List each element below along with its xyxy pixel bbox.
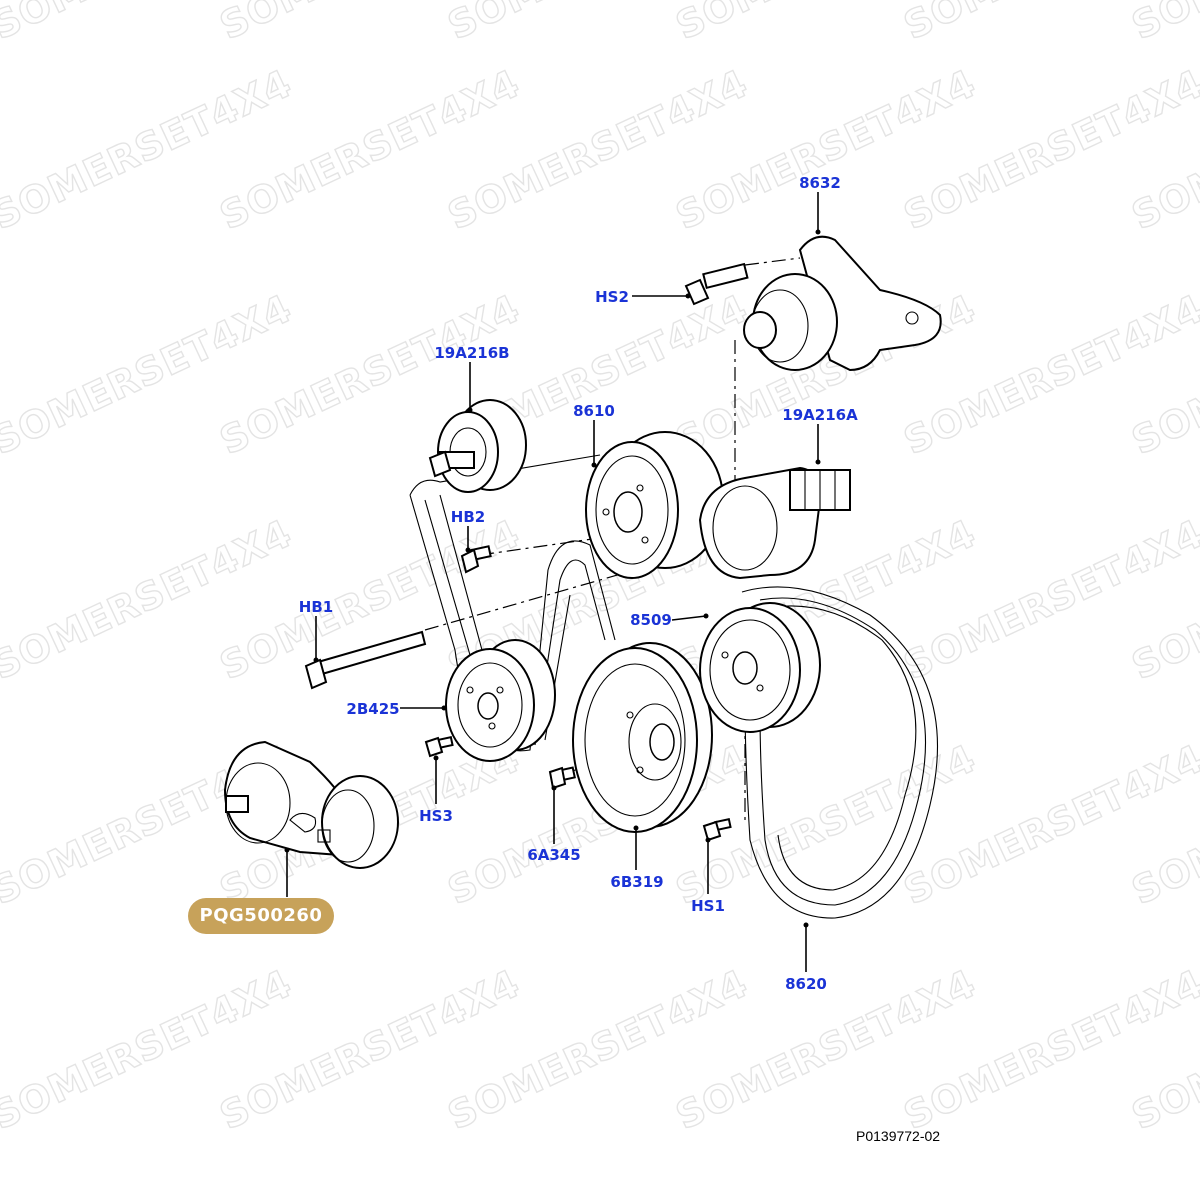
part-labels: 8632 HS2 19A216B 8610 19A216A HB2 HB1 85… — [299, 174, 858, 993]
watermark-layer: SOMERSET4X4SOMERSET4X4SOMERSET4X4SOMERSE… — [0, 0, 1200, 1139]
idler-pulley-19a216b — [428, 399, 527, 493]
pulley-8509 — [699, 602, 821, 733]
label-hs2[interactable]: HS2 — [595, 288, 629, 306]
label-6b319[interactable]: 6B319 — [610, 873, 663, 891]
label-8620[interactable]: 8620 — [785, 975, 827, 993]
bolt-hs2 — [684, 262, 749, 306]
label-19a216b[interactable]: 19A216B — [434, 344, 509, 362]
label-hb1[interactable]: HB1 — [299, 598, 333, 616]
drawing-reference-number: P0139772-02 — [856, 1128, 941, 1144]
leader-lines — [284, 192, 821, 972]
highlighted-part-badge[interactable] — [188, 898, 334, 934]
tensioner-19a216a — [698, 466, 851, 580]
bolt-hs3 — [424, 735, 454, 758]
label-hs1[interactable]: HS1 — [691, 897, 725, 915]
idler-pulley-2b425 — [445, 639, 556, 762]
tensioner-assembly-pqg500260 — [223, 740, 399, 869]
bolt-hb2 — [460, 545, 492, 574]
label-8610[interactable]: 8610 — [573, 402, 615, 420]
label-8509[interactable]: 8509 — [630, 611, 672, 629]
highlighted-part-number[interactable]: PQG500260 — [199, 905, 323, 926]
water-pump-pulley-8610 — [585, 431, 724, 579]
bolt-6a345 — [548, 766, 576, 790]
label-6a345[interactable]: 6A345 — [527, 846, 580, 864]
label-19a216a[interactable]: 19A216A — [782, 406, 858, 424]
crankshaft-pulley-6b319 — [572, 642, 713, 833]
label-8632[interactable]: 8632 — [799, 174, 841, 192]
watermark-text: SOMERSET4X4 — [1125, 0, 1200, 48]
label-hb2[interactable]: HB2 — [451, 508, 485, 526]
bolt-hs1 — [702, 817, 732, 842]
label-hs3[interactable]: HS3 — [419, 807, 453, 825]
belt-8620 — [741, 586, 939, 919]
label-2b425[interactable]: 2B425 — [346, 700, 399, 718]
bracket-8632 — [743, 235, 942, 372]
